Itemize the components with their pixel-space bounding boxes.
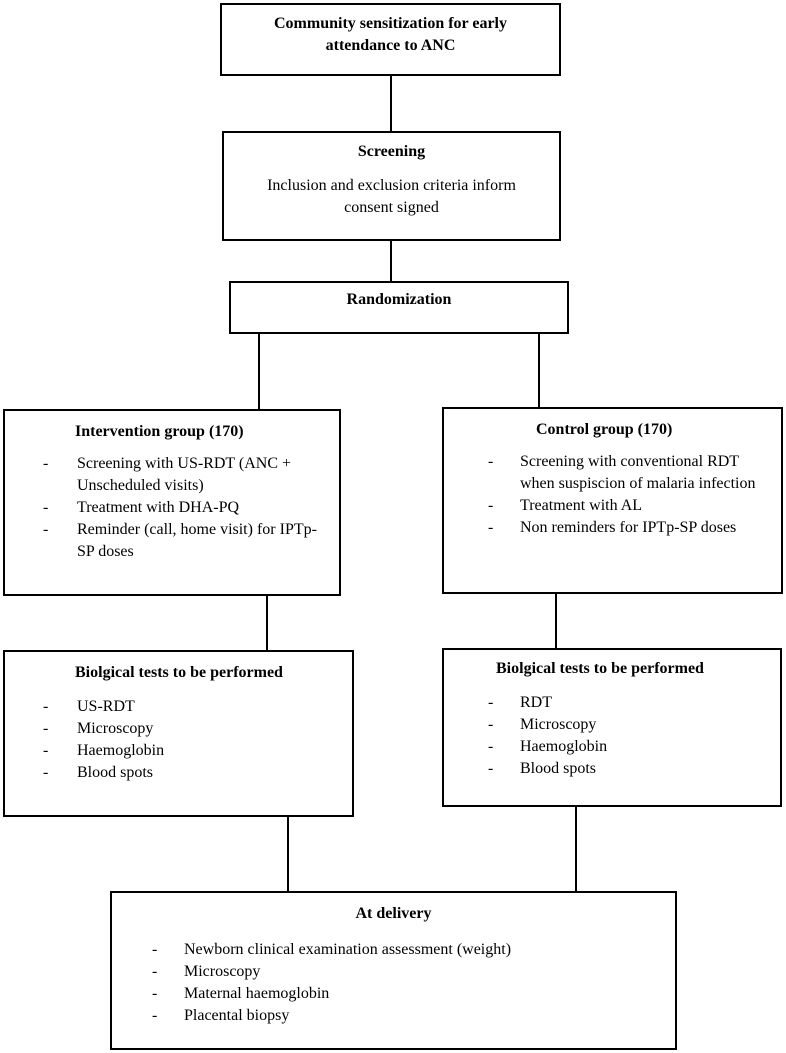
tests-right-list: -RDT -Microscopy -Haemoglobin -Blood spo… xyxy=(484,692,766,780)
list-item: -Screening with US-RDT (ANC + Unschedule… xyxy=(43,455,292,494)
biological-tests-right-box: Biolgical tests to be performed -RDT -Mi… xyxy=(442,648,782,807)
screening-title: Screening xyxy=(357,143,426,160)
connector-control-tests xyxy=(555,592,557,650)
control-group-box: Control group (170) -Screening with conv… xyxy=(442,407,783,594)
intervention-list: -Screening with US-RDT (ANC + Unschedule… xyxy=(43,453,325,563)
connector-community-screening xyxy=(390,74,392,133)
intervention-group-title: Intervention group (170) xyxy=(75,423,244,440)
screening-criteria-text: Inclusion and exclusion criteria inform … xyxy=(267,177,516,216)
list-item: -Screening with conventional RDT when su… xyxy=(488,453,756,492)
tests-left-list: -US-RDT -Microscopy -Haemoglobin -Blood … xyxy=(43,696,338,784)
list-item: -Blood spots xyxy=(488,760,597,777)
connector-tests-left-delivery xyxy=(287,815,289,893)
list-item: -Reminder (call, home visit) for IPTp-SP… xyxy=(43,521,317,560)
control-group-title: Control group (170) xyxy=(536,421,673,438)
list-item: -Blood spots xyxy=(43,764,154,781)
connector-screening-randomization xyxy=(390,239,392,283)
list-item: -US-RDT xyxy=(43,698,135,715)
list-item: -Non reminders for IPTp-SP doses xyxy=(488,519,737,536)
list-item: -Microscopy xyxy=(43,720,154,737)
connector-randomization-control xyxy=(538,332,540,409)
list-item: -Newborn clinical examination assessment… xyxy=(152,941,512,958)
list-item: -Maternal haemoglobin xyxy=(152,985,330,1002)
community-sensitization-title: Community sensitization for early attend… xyxy=(273,15,507,54)
intervention-group-box: Intervention group (170) -Screening with… xyxy=(3,409,341,596)
community-sensitization-box: Community sensitization for early attend… xyxy=(220,3,561,76)
list-item: -RDT xyxy=(488,694,552,711)
connector-randomization-intervention xyxy=(258,332,260,411)
randomization-box: Randomization xyxy=(229,281,569,334)
biological-tests-left-title: Biolgical tests to be performed xyxy=(75,664,283,681)
list-item: -Haemoglobin xyxy=(488,738,608,755)
list-item: -Placental biopsy xyxy=(152,1007,290,1024)
list-item: -Microscopy xyxy=(152,963,261,980)
list-item: -Treatment with AL xyxy=(488,497,643,514)
biological-tests-right-title: Biolgical tests to be performed xyxy=(496,660,704,677)
control-list: -Screening with conventional RDT when su… xyxy=(484,451,767,539)
at-delivery-title: At delivery xyxy=(355,905,432,922)
list-item: -Haemoglobin xyxy=(43,742,165,759)
at-delivery-box: At delivery -Newborn clinical examinatio… xyxy=(110,891,677,1050)
delivery-list: -Newborn clinical examination assessment… xyxy=(152,939,661,1027)
screening-box: Screening Inclusion and exclusion criter… xyxy=(222,131,561,241)
list-item: -Microscopy xyxy=(488,716,597,733)
connector-tests-right-delivery xyxy=(575,805,577,893)
list-item: -Treatment with DHA-PQ xyxy=(43,499,240,516)
connector-intervention-tests xyxy=(266,594,268,652)
biological-tests-left-box: Biolgical tests to be performed -US-RDT … xyxy=(3,650,354,817)
randomization-title: Randomization xyxy=(346,291,452,308)
